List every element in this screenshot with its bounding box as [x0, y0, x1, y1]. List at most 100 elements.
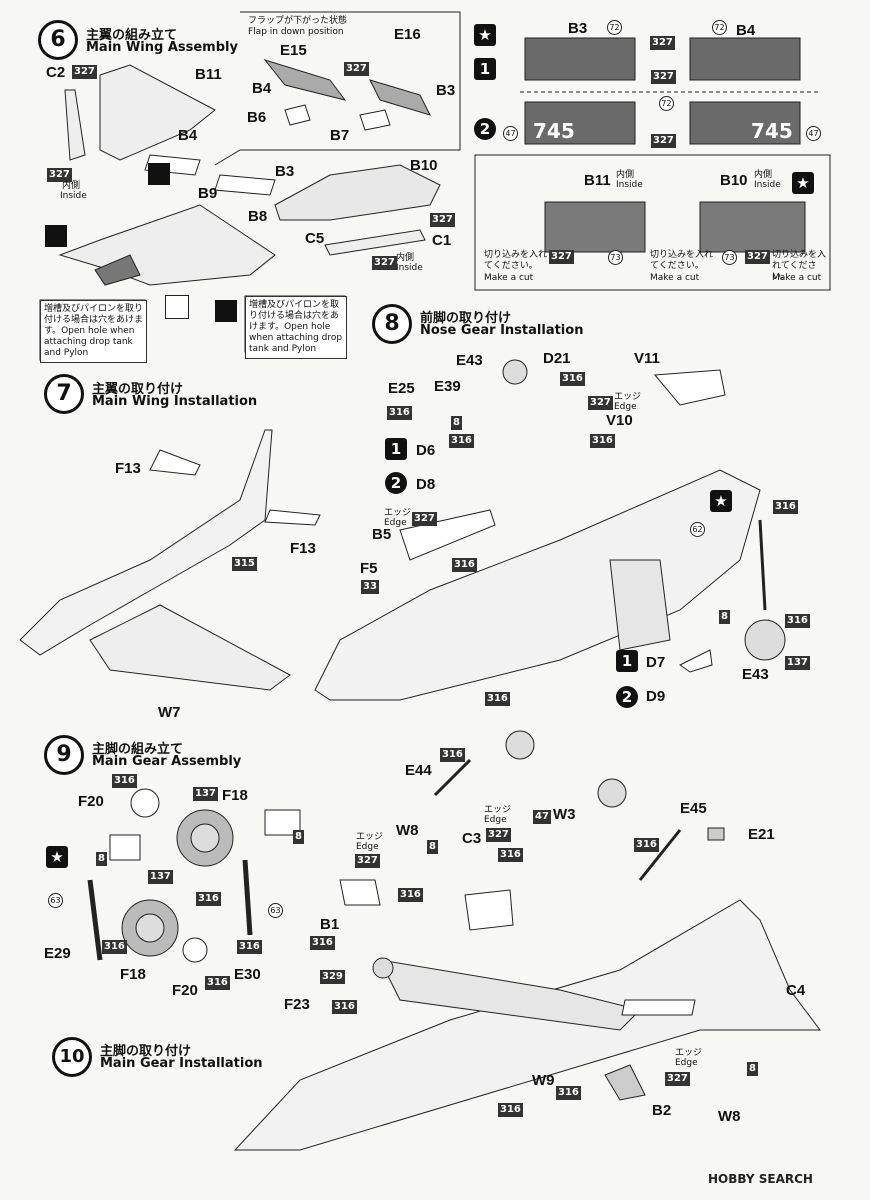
paint-316: 316 [310, 936, 335, 950]
edge-en: Edge [675, 1058, 698, 1068]
edge-en: Edge [356, 842, 379, 852]
part-D8: D8 [416, 476, 436, 493]
part-C5: C5 [305, 230, 325, 247]
marking-star: ★ [792, 172, 814, 194]
part-F20: F20 [172, 982, 198, 999]
code-745-left: 745 [533, 119, 575, 143]
part-D21: D21 [543, 350, 571, 367]
decal-63: 63 [268, 903, 283, 918]
edge-jp: エッジ [675, 1048, 703, 1058]
paint-316: 316 [590, 434, 615, 448]
paint-327: 327 [665, 1072, 690, 1086]
paint-327: 327 [72, 65, 97, 79]
cut-note-en: Make a cut [772, 273, 822, 283]
part-B3: B3 [568, 20, 588, 37]
drill-hole-icon [45, 225, 67, 247]
step-8-title-jp: 前脚の取り付け [420, 311, 512, 326]
part-C1: C1 [432, 232, 452, 249]
part-B4: B4 [178, 127, 198, 144]
paint-316: 316 [398, 888, 423, 902]
cut-note-en: Make a cut [650, 273, 700, 283]
step-10-title-en: Main Gear Installation [100, 1056, 263, 1071]
part-B4: B4 [252, 80, 272, 97]
step-8-title-en: Nose Gear Installation [420, 323, 584, 338]
paint-316: 316 [785, 614, 810, 628]
decal-62: 62 [690, 522, 705, 537]
paint-327: 327 [486, 828, 511, 842]
marking-2: 2 [474, 118, 496, 140]
inside-en: Inside [396, 263, 423, 273]
inside-en: Inside [60, 191, 87, 201]
part-V10: V10 [606, 412, 633, 429]
inside-jp: 内側 [62, 181, 81, 191]
paint-316: 316 [332, 1000, 357, 1014]
decal-47: 47 [503, 126, 518, 141]
edge-jp: エッジ [356, 832, 384, 842]
inside-jp: 内側 [754, 170, 773, 180]
step-7-title-en: Main Wing Installation [92, 394, 258, 409]
marking-1: 1 [385, 438, 407, 460]
paint-327: 327 [372, 256, 397, 270]
paint-316: 316 [102, 940, 127, 954]
part-F13: F13 [290, 540, 316, 557]
paint-316: 316 [112, 774, 137, 788]
paint-316: 316 [440, 748, 465, 762]
paint-8: 8 [719, 610, 730, 624]
part-B3: B3 [436, 82, 456, 99]
inside-en: Inside [754, 180, 781, 190]
part-W3: W3 [553, 806, 576, 823]
inside-jp: 内側 [616, 170, 635, 180]
part-W7: W7 [158, 704, 181, 721]
edge-en: Edge [384, 518, 407, 528]
part-F18: F18 [222, 787, 248, 804]
watermark: HOBBY SEARCH [708, 1172, 813, 1186]
step-9-title-jp: 主脚の組み立て [92, 742, 184, 757]
paint-316: 316 [196, 892, 221, 906]
part-F20: F20 [78, 793, 104, 810]
paint-327: 327 [549, 250, 574, 264]
part-C2: C2 [46, 64, 66, 81]
step-8-number: 8 [372, 304, 412, 344]
step-6-number: 6 [38, 20, 78, 60]
step-7-title-jp: 主翼の取り付け [92, 382, 184, 397]
drop-tank-note: 増槽及びパイロンを取り付ける場合は穴をあけます。Open hole when a… [40, 300, 147, 363]
edge-jp: エッジ [614, 392, 642, 402]
edge-en: Edge [614, 402, 637, 412]
paint-8: 8 [96, 852, 107, 866]
drop-tank-note: 増槽及びパイロンを取り付ける場合は穴をあけます。Open hole when a… [245, 296, 347, 359]
part-B4: B4 [736, 22, 756, 39]
code-745-right: 745 [751, 119, 793, 143]
part-D7: D7 [646, 654, 666, 671]
paint-316: 316 [556, 1086, 581, 1100]
part-E30: E30 [234, 966, 261, 983]
paint-327: 327 [651, 134, 676, 148]
decal-73: 73 [722, 250, 737, 265]
marking-star: ★ [474, 24, 496, 46]
part-E15: E15 [280, 42, 307, 59]
part-E16: E16 [394, 26, 421, 43]
step-6-title-jp: 主翼の組み立て [86, 28, 178, 43]
part-E44: E44 [405, 762, 432, 779]
part-B6: B6 [247, 109, 267, 126]
decal-63: 63 [48, 893, 63, 908]
step-10-title-jp: 主脚の取り付け [100, 1044, 192, 1059]
step-9-number: 9 [44, 735, 84, 775]
part-B11: B11 [195, 66, 222, 83]
paint-316: 316 [560, 372, 585, 386]
flap-note-en: Flap in down position [248, 27, 344, 37]
part-F5: F5 [360, 560, 378, 577]
paint-316: 316 [205, 976, 230, 990]
part-B9: B9 [198, 185, 218, 202]
part-B11: B11 [584, 172, 611, 189]
decal-72: 72 [712, 20, 727, 35]
part-F13: F13 [115, 460, 141, 477]
paint-316: 316 [773, 500, 798, 514]
decal-47: 47 [806, 126, 821, 141]
paint-327: 327 [651, 70, 676, 84]
paint-137: 137 [193, 787, 218, 801]
paint-327: 327 [355, 854, 380, 868]
paint-316: 316 [634, 838, 659, 852]
part-B2: B2 [652, 1102, 672, 1119]
part-F23: F23 [284, 996, 310, 1013]
